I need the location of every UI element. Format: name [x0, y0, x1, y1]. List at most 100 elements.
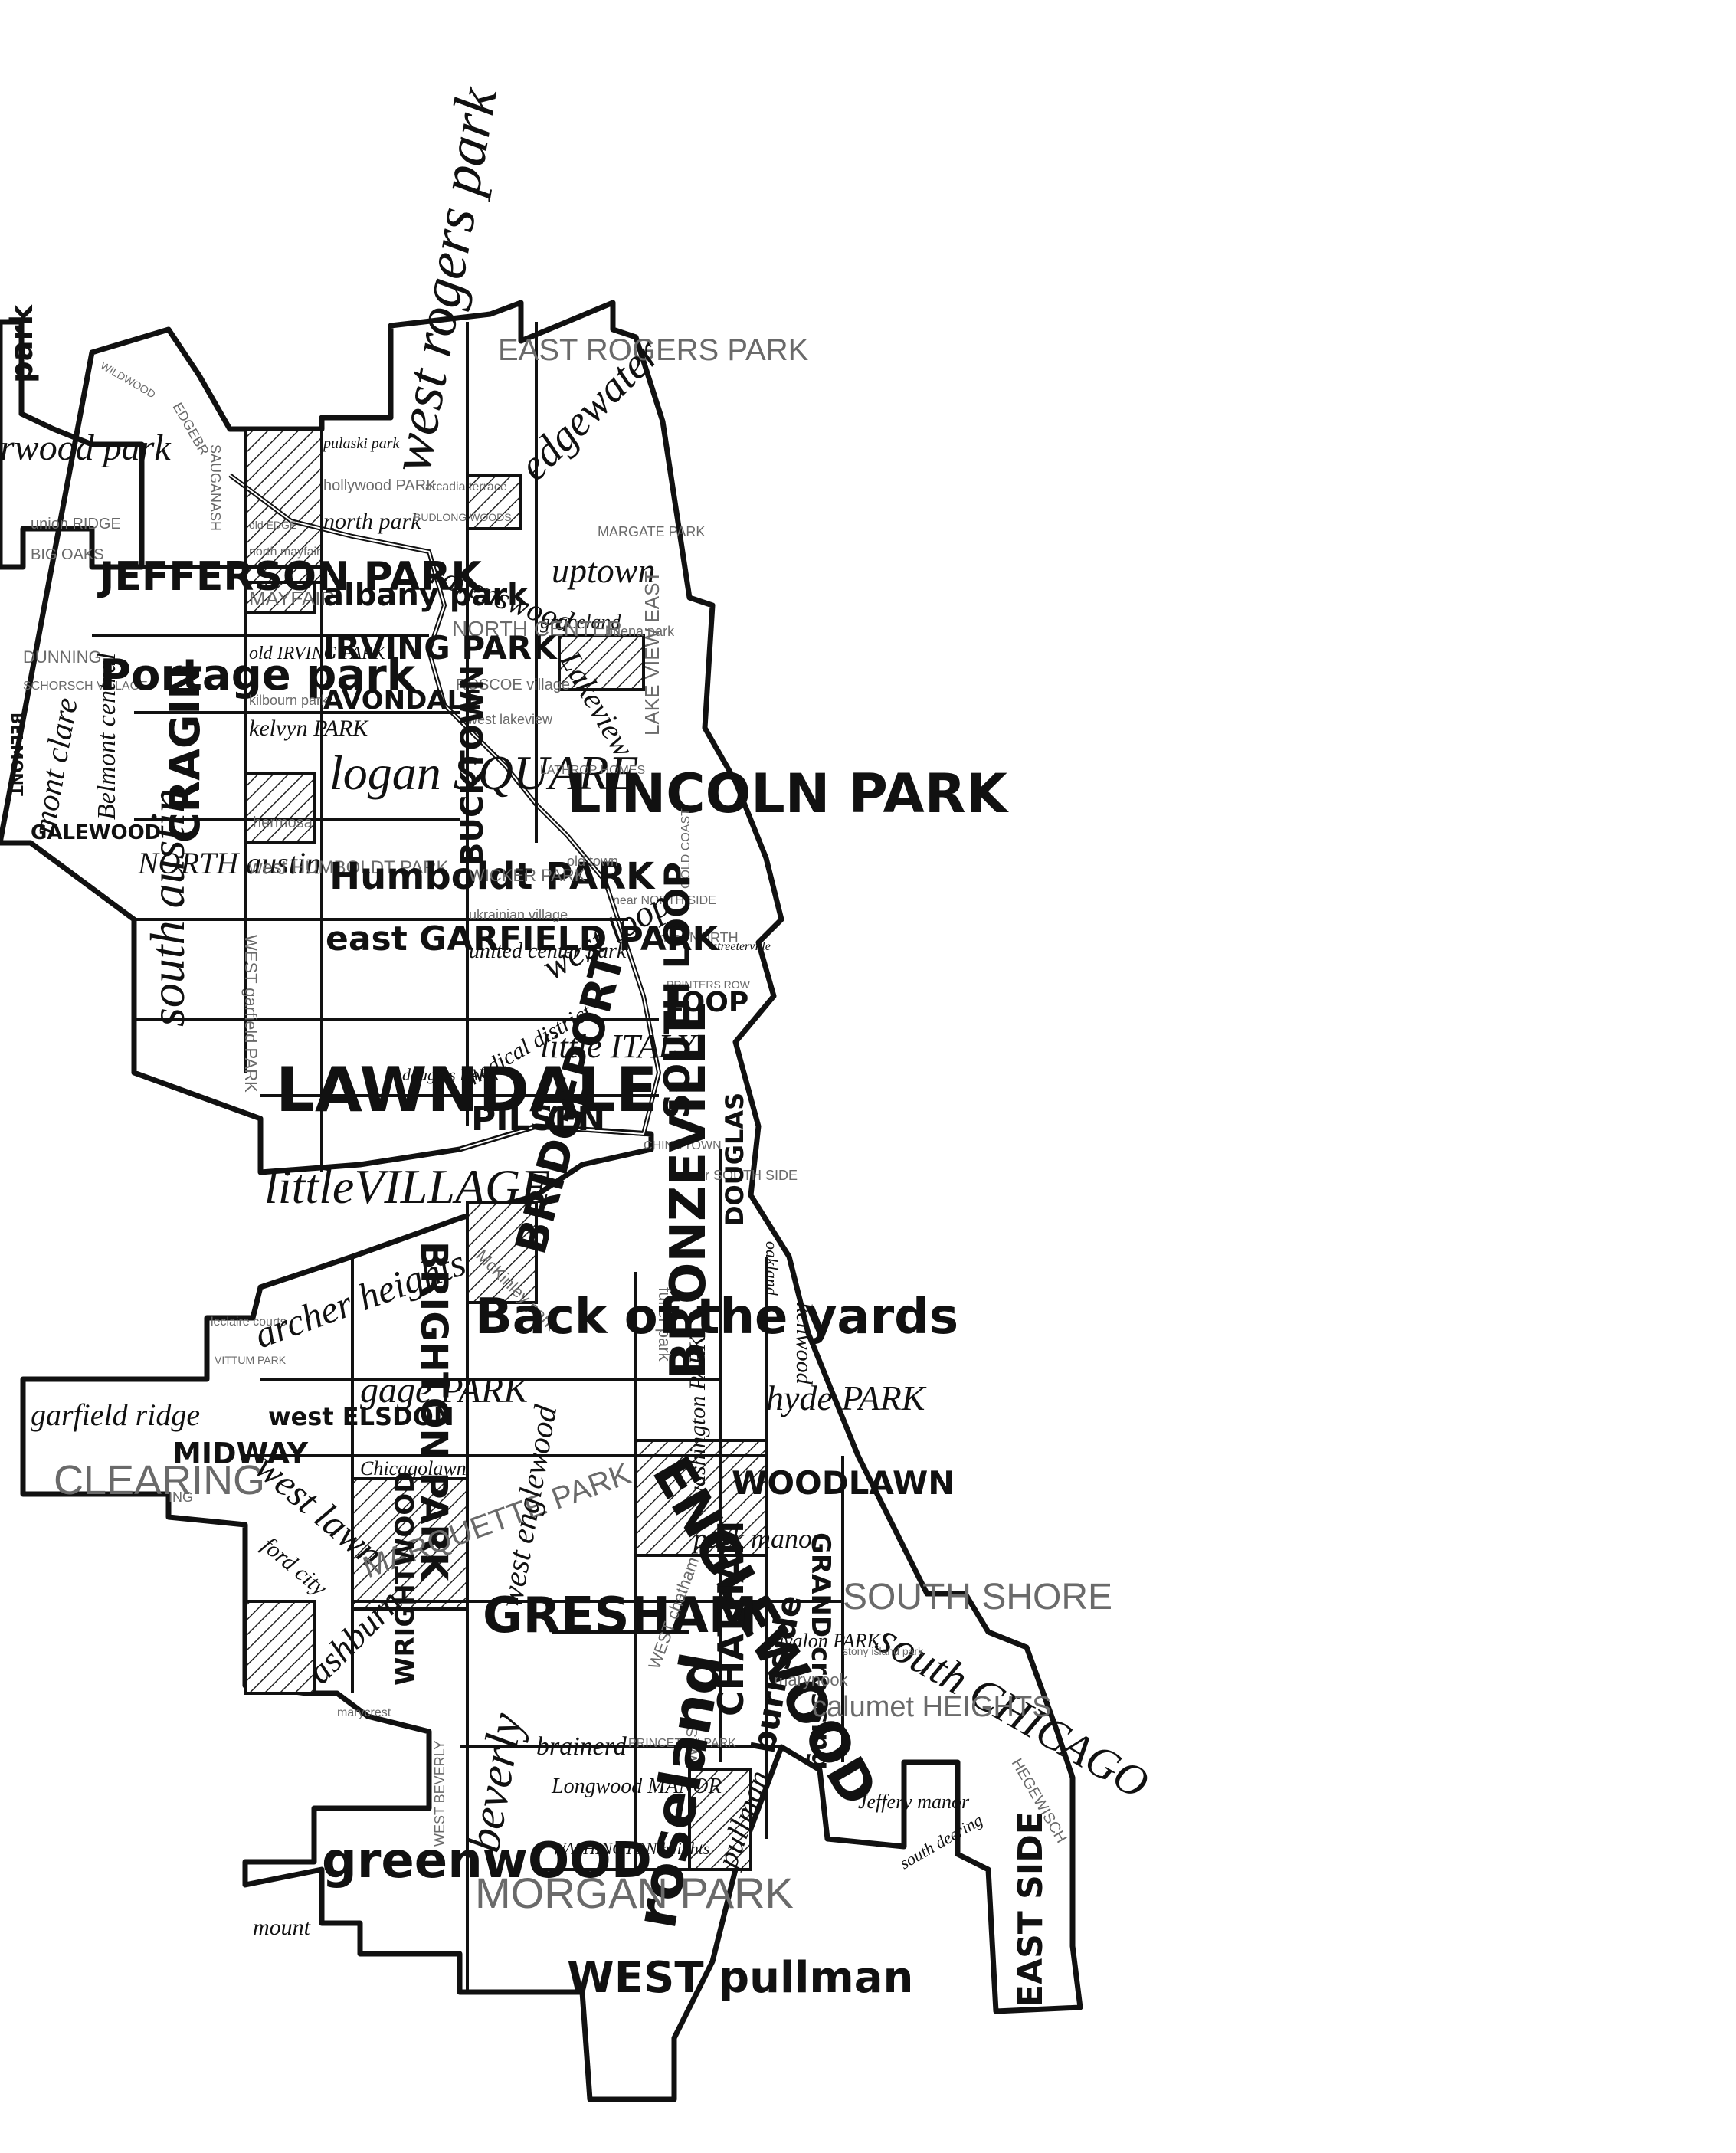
label-chatham: CHATHAM: [710, 1520, 752, 1716]
label-united-center-park: united center park: [469, 939, 627, 963]
label-vittum-park: VITTUM PARK: [215, 1354, 287, 1366]
label-west-garfield-park: WEST garfield PARK: [241, 935, 260, 1093]
label-avondale: AVONDALE: [323, 685, 482, 716]
label-auburn-gresham: GRESHAM: [483, 1588, 757, 1644]
hatch-cell-lakeview: [558, 634, 645, 691]
label-midway: MIDWAY: [172, 1437, 308, 1470]
hatch-cell-north: [244, 428, 323, 584]
label-near-north-side: near NORTH SIDE: [613, 894, 716, 907]
label-old-town: old town: [567, 854, 618, 869]
label-lathrop-homes: LATHROP HOMES: [540, 764, 645, 777]
label-uptown: uptown: [552, 551, 655, 590]
label-west-elsdon: west ELSDON: [268, 1402, 454, 1431]
label-south-shore: SOUTH SHORE: [843, 1577, 1112, 1617]
hatch-cell-mckinley: [466, 1201, 538, 1304]
label-edison-park: park: [5, 304, 40, 383]
label-wrightwood: WRIGHTWOOD: [390, 1472, 421, 1686]
label-clearing: CLEARING: [54, 1457, 265, 1503]
label-kilbourn-park: kilbourn park: [249, 693, 329, 708]
label-jeffery-manor: Jeffery manor: [858, 1791, 970, 1813]
label-west-humboldt-park: west HUMBOLDT PARK: [248, 857, 449, 878]
label-west-pullman: WEST pullman: [567, 1953, 913, 2003]
label-douglas: DOUGLAS: [720, 1093, 749, 1226]
label-east-side: EAST SIDE: [1011, 1811, 1050, 2007]
label-west-beverly: WEST BEVERLY: [432, 1741, 447, 1847]
label-little-village: littleVILLAGE: [264, 1159, 550, 1214]
label-longwood-manor: Longwood MANOR: [551, 1775, 722, 1798]
label-north-austin: NORTH austin: [137, 846, 321, 880]
label-graceland: graceland: [540, 611, 621, 633]
label-bronzeville: BRONZEVILLE: [660, 1000, 717, 1379]
label-galewood: GALEWOOD: [31, 821, 161, 844]
label-kenwood: kenwood: [791, 1303, 817, 1385]
hatch-cell-hermosa: [244, 772, 316, 844]
label-wicker-park: WICKER PARK: [469, 866, 586, 885]
label-hermosa: hermosa: [253, 814, 313, 831]
label-near-south-side: near SOUTH SIDE: [682, 1168, 798, 1183]
label-hollywood-park: hollywood PARK: [323, 477, 437, 494]
label-leclaire-courts: leclaire courts: [211, 1316, 287, 1329]
label-river-north: river NORTH: [659, 930, 739, 945]
label-margate-park: MARGATE PARK: [598, 524, 705, 539]
label-jefferson-park: JEFFERSON PARK: [97, 554, 483, 600]
label-west-pullman-2: WEST: [684, 1718, 701, 1762]
label-avalon-park: avalon PARK: [774, 1630, 882, 1652]
label-hyde-park: hyde PARK: [766, 1378, 927, 1417]
label-fuller-park: fuller park: [655, 1287, 674, 1362]
label-brighton-park: BRIGHTON PARK: [412, 1241, 455, 1582]
label-buena-park: buena park: [605, 624, 675, 639]
label-albany-park: albany park: [323, 578, 529, 613]
label-ing: ING: [169, 1489, 193, 1505]
label-lawndale: LAWNDALE: [276, 1054, 657, 1126]
label-calumet-heights: calumet HEIGHTS: [812, 1691, 1052, 1723]
label-north-center: NORTH CENTER: [452, 617, 622, 641]
label-park-manor: park manor: [691, 1523, 824, 1554]
label-douglas-park: douglas PARK: [402, 1065, 501, 1084]
label-bucktown: BUCKTOWN: [455, 665, 490, 866]
label-princeton-park: PRINCETON PARK: [628, 1737, 736, 1750]
label-marynook: marynook: [774, 1670, 849, 1689]
label-big-oaks: BIG OAKS: [31, 546, 104, 563]
hatch-cell-ashburn: [244, 1600, 316, 1695]
neighborhood-grid: [92, 322, 844, 1992]
label-streeterville: streeterville: [712, 940, 771, 953]
label-kelvyn-park: kelvyn PARK: [249, 716, 369, 741]
label-humboldt-park: Humboldt PARK: [329, 855, 656, 898]
label-pulaski-park: pulaski park: [322, 435, 401, 452]
label-washington-park: washington PARK: [685, 1334, 710, 1502]
label-south-austin: south austin: [140, 788, 195, 1027]
label-arcadia-terrace: arcadia terrace: [425, 480, 507, 493]
label-washington-heights: WASHINGTON heights: [552, 1839, 709, 1858]
label-old-edgebrook: old EDGE: [249, 519, 296, 531]
label-north-park: north park: [323, 509, 421, 534]
label-norwood-park: rwood park: [0, 428, 172, 468]
label-south-loop: SOUTH LOOP: [657, 862, 698, 1119]
label-greenwood: greenwOOD: [322, 1833, 652, 1889]
label-portage-park: Portage park: [100, 650, 417, 700]
label-maplewood: marycrest: [337, 1706, 391, 1719]
label-lakeview-east: LAKE VIEW EAST: [640, 571, 663, 736]
label-little-italy: little ITALY: [540, 1027, 699, 1065]
hatch-cell-mayfair: [244, 581, 316, 614]
label-lincoln-park: LINCOLN PARK: [567, 762, 1010, 825]
label-west-lakeview: west lakeview: [467, 712, 553, 727]
label-east-garfield-park: east GARFIELD PARK: [326, 919, 720, 959]
label-pilsen: PILSEN: [471, 1099, 605, 1139]
label-cragin: CRAGIN: [161, 664, 209, 843]
label-back-of-the-yards: Back of the yards: [475, 1289, 958, 1345]
label-roscoe-village: ROSCOE village: [456, 677, 570, 693]
label-chicago-lawn: Chicagolawn: [360, 1457, 467, 1480]
label-irving-park: IRVING PARK: [323, 629, 558, 667]
label-woodlawn: WOODLAWN: [732, 1464, 955, 1502]
label-belmont-central: Belmont central: [93, 653, 121, 820]
label-sauganash: SAUGANASH: [208, 444, 223, 531]
label-north-mayfair: north mayfair: [249, 546, 321, 559]
label-dunning: DUNNING: [23, 647, 102, 667]
label-budlong-woods: BUDLONG WOODS: [414, 511, 512, 523]
label-loop: LOOP: [665, 987, 748, 1018]
label-union-ridge: union RIDGE: [31, 516, 121, 533]
label-mount-greenwood: mount: [253, 1915, 311, 1940]
label-morgan-park: MORGAN PARK: [475, 1869, 794, 1917]
label-old-irving-park: old IRVING PARK: [249, 644, 387, 664]
label-printers-row: PRINTERS ROW: [667, 978, 751, 991]
